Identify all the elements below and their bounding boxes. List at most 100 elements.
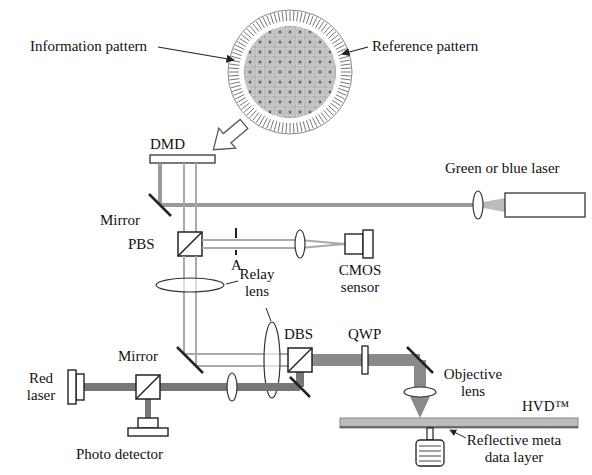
grid-cell — [296, 98, 304, 106]
reference-tick — [282, 123, 283, 133]
grid-dot — [279, 51, 281, 53]
grid-cell — [296, 48, 304, 56]
motor-winding — [419, 451, 441, 452]
reference-tick — [278, 122, 280, 132]
grid-cell — [296, 68, 304, 76]
grid-dot — [309, 31, 311, 33]
pointer-arrow — [342, 47, 368, 54]
grid-cell — [296, 88, 304, 96]
grid-dot — [249, 81, 251, 83]
reference-tick — [270, 120, 273, 129]
grid-cell — [286, 58, 294, 66]
grid-dot — [259, 101, 261, 103]
grid-dot — [329, 41, 331, 43]
grid-dot — [329, 61, 331, 63]
reference-tick — [239, 100, 247, 106]
reference-tick — [303, 13, 306, 23]
grid-cell — [296, 58, 304, 66]
part-name: Reflective meta data layer — [462, 432, 566, 467]
grid-dot — [279, 81, 281, 83]
grid-dot — [299, 31, 301, 33]
grid-cell — [276, 108, 284, 116]
reference-tick — [231, 85, 241, 88]
grid-cell — [286, 28, 294, 36]
grid-cell — [306, 28, 314, 36]
part-name: Green or blue laser — [445, 160, 560, 177]
grid-dot — [249, 41, 251, 43]
grid-cell — [266, 108, 274, 116]
grid-dot — [269, 31, 271, 33]
grid-dot — [259, 91, 261, 93]
pattern-label: Information pattern — [30, 38, 147, 55]
grid-dot — [259, 51, 261, 53]
grid-cell — [266, 38, 274, 46]
reference-tick — [341, 75, 351, 77]
relay-lens — [156, 278, 224, 292]
grid-cell — [326, 78, 334, 86]
reference-tick — [337, 92, 346, 96]
grid-dot — [309, 61, 311, 63]
grid-dot — [269, 111, 271, 113]
grid-cell — [306, 78, 314, 86]
reference-tick — [230, 64, 240, 65]
green-laser — [505, 193, 585, 217]
grid-dot — [269, 91, 271, 93]
grid-cell — [276, 68, 284, 76]
grid-dot — [299, 71, 301, 73]
part-name: Relay lens — [232, 266, 282, 301]
grid-dot — [289, 61, 291, 63]
photo-detector-base — [128, 428, 168, 436]
reference-tick — [286, 11, 288, 21]
grid-cell — [266, 78, 274, 86]
read-beam — [300, 244, 345, 248]
grid-dot — [299, 81, 301, 83]
reference-tick — [297, 123, 298, 133]
grid-cell — [246, 38, 254, 46]
grid-cell — [306, 98, 314, 106]
reference-tick — [332, 38, 340, 44]
reflective-layer — [340, 426, 578, 428]
reference-tick — [263, 118, 267, 127]
reference-tick — [310, 16, 314, 25]
grid-cell — [316, 78, 324, 86]
reference-tick — [306, 120, 309, 129]
motor-winding — [419, 456, 441, 457]
reference-tick — [290, 123, 291, 133]
grid-cell — [276, 88, 284, 96]
grid-cell — [316, 98, 324, 106]
reference-tick — [274, 13, 277, 23]
grid-cell — [246, 68, 254, 76]
grid-cell — [256, 98, 264, 106]
objective-lens — [404, 387, 436, 397]
reference-tick — [300, 12, 302, 22]
grid-cell — [296, 108, 304, 116]
information-grid — [240, 22, 340, 122]
grid-cell — [246, 48, 254, 56]
reference-tick — [263, 17, 267, 26]
grid-cell — [266, 48, 274, 56]
reference-tick — [310, 119, 314, 128]
reference-tick — [270, 14, 273, 23]
grid-dot — [309, 71, 311, 73]
leader-line — [266, 308, 271, 321]
reference-tick — [336, 45, 345, 49]
grid-cell — [316, 28, 324, 36]
reference-tick — [339, 85, 349, 88]
reference-tick — [278, 12, 280, 22]
grid-cell — [266, 88, 274, 96]
beam-splitter-diagonal — [136, 375, 160, 399]
grid-cell — [286, 68, 294, 76]
grid-dot — [269, 101, 271, 103]
reference-tick — [234, 49, 243, 53]
grid-cell — [326, 38, 334, 46]
grid-dot — [319, 51, 321, 53]
reference-tick — [313, 118, 317, 127]
reference-tick — [234, 92, 243, 96]
reference-tick — [237, 42, 246, 47]
grid-cell — [266, 98, 274, 106]
reference-tick — [235, 95, 244, 99]
reference-tick — [282, 12, 283, 22]
reference-tick — [334, 42, 343, 47]
grid-cell — [296, 78, 304, 86]
signal-beam — [183, 256, 185, 354]
